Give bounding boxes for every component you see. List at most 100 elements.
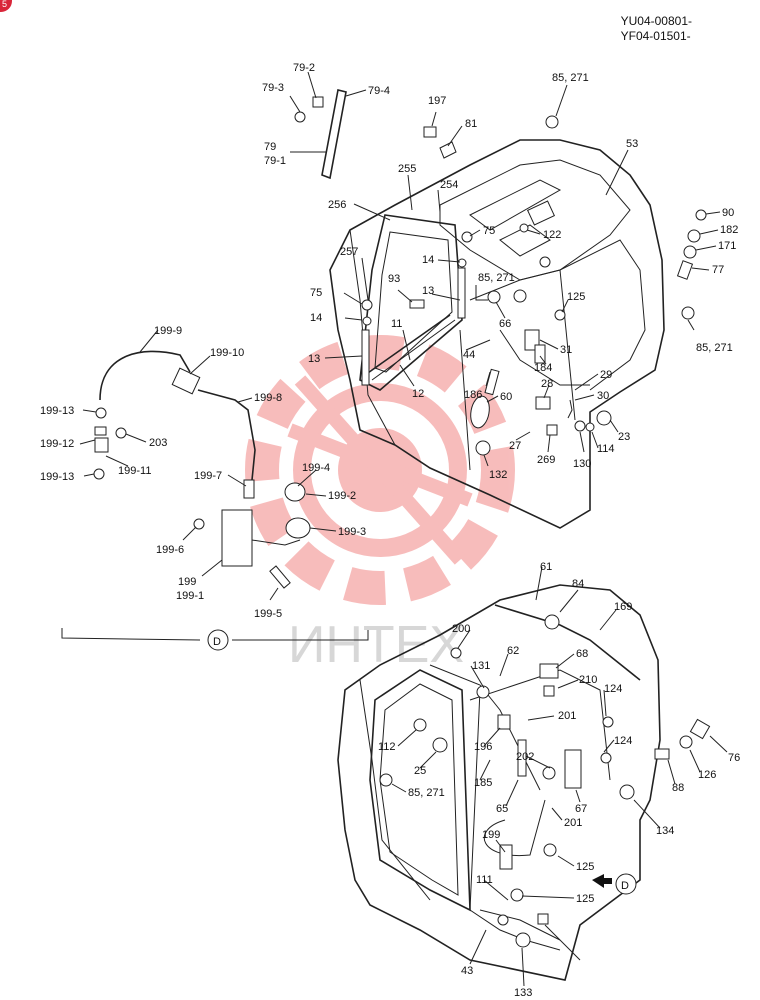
part-label: 199-13 [40,471,74,483]
part-label: 203 [149,437,167,449]
part-label: 125 [567,291,585,303]
part-label: 255 [398,163,416,175]
part-label: 13 [308,353,320,365]
part-label: 85, 271 [478,272,515,284]
part-label: 79-1 [264,155,286,167]
part-label: 256 [328,199,346,211]
part-label: 201 [564,817,582,829]
part-label: 186 [464,389,482,401]
part-label: 114 [597,443,615,455]
part-label: 132 [489,469,507,481]
part-label: 134 [656,825,674,837]
part-label: 133 [514,987,532,999]
part-label: 85, 271 [408,787,445,799]
part-label: 126 [698,769,716,781]
part-label: 199-13 [40,405,74,417]
part-label: 124 [604,683,622,695]
part-label: 112 [378,741,396,753]
part-label: 254 [440,179,458,191]
part-labels: 79-2 79-3 79-4 79 79-1 197 81 85, 271 53… [40,62,740,999]
part-label: 197 [428,95,446,107]
cable-assembly-199-drawing [93,350,311,589]
part-label: 201 [558,710,576,722]
part-label: 199-12 [40,438,74,450]
upper-cab-drawing [294,89,707,529]
part-label: 27 [509,440,521,452]
part-label: 171 [718,240,736,252]
part-label: 81 [465,118,477,130]
part-label: 79-3 [262,82,284,94]
part-label: 79-4 [368,85,390,97]
part-label: 202 [516,751,534,763]
part-label: 75 [310,287,322,299]
part-label: 130 [573,458,591,470]
part-label: 11 [391,318,402,330]
part-label: 65 [496,803,508,815]
part-label: 93 [388,273,400,285]
part-label: 200 [452,623,470,635]
part-label: 199 [482,829,500,841]
part-label: 199-11 [118,465,151,477]
part-label: 199-5 [254,608,282,620]
part-label: 28 [541,378,553,390]
lower-cab-drawing [337,584,711,981]
part-label: 210 [579,674,597,686]
part-label: 199 [178,576,196,588]
part-label: 111 [476,874,493,886]
part-label: 199-4 [302,462,330,474]
part-label: 13 [422,285,434,297]
part-label: 184 [534,362,552,374]
part-label: 75 [483,225,495,237]
part-label: 84 [572,578,584,590]
part-label: 85, 271 [552,72,589,84]
part-label: 30 [597,390,609,402]
part-label: 122 [543,229,561,241]
part-label: 199-3 [338,526,366,538]
part-label: 77 [712,264,724,276]
part-label: 269 [537,454,555,466]
part-label: 25 [414,765,426,777]
part-label: 199-8 [254,392,282,404]
part-label: 53 [626,138,638,150]
part-label: 14 [422,254,434,266]
section-divider [61,628,369,641]
part-label: 76 [728,752,740,764]
part-label: 196 [474,741,492,753]
part-label: 199-1 [176,590,204,602]
part-label: 182 [720,224,738,236]
part-label: 60 [500,391,512,403]
part-label: 79-2 [293,62,315,74]
part-label: 44 [463,349,475,361]
view-marker-label: D [213,636,221,648]
watermark-logo [245,335,515,605]
view-marker-label-lower: D [621,880,629,892]
part-label: 62 [507,645,519,657]
model-code-2: YF04-01501- [620,29,691,43]
part-label: 199-6 [156,544,184,556]
part-label: 199-9 [154,325,182,337]
part-label: 23 [618,431,630,443]
part-label: 124 [614,735,632,747]
part-label: 90 [722,207,734,219]
part-label: 67 [575,803,587,815]
part-label: 14 [310,312,322,324]
part-label: 31 [560,344,572,356]
part-label: 85, 271 [696,342,733,354]
model-code-1: YU04-00801- [620,14,692,28]
part-label: 125 [576,893,594,905]
part-label: 257 [340,246,358,258]
view-marker-circle [207,629,229,651]
part-label: 199-10 [210,347,244,359]
part-label: 66 [499,318,511,330]
view-direction-arrow [592,874,612,888]
part-label: 199-7 [194,470,222,482]
model-code-header: YU04-00801- YF04-01501- [621,14,692,44]
part-label: 79 [264,141,276,153]
part-label: 68 [576,648,588,660]
part-label: 169 [614,601,632,613]
part-label: 88 [672,782,684,794]
part-label: 131 [472,660,490,672]
part-label: 29 [600,369,612,381]
